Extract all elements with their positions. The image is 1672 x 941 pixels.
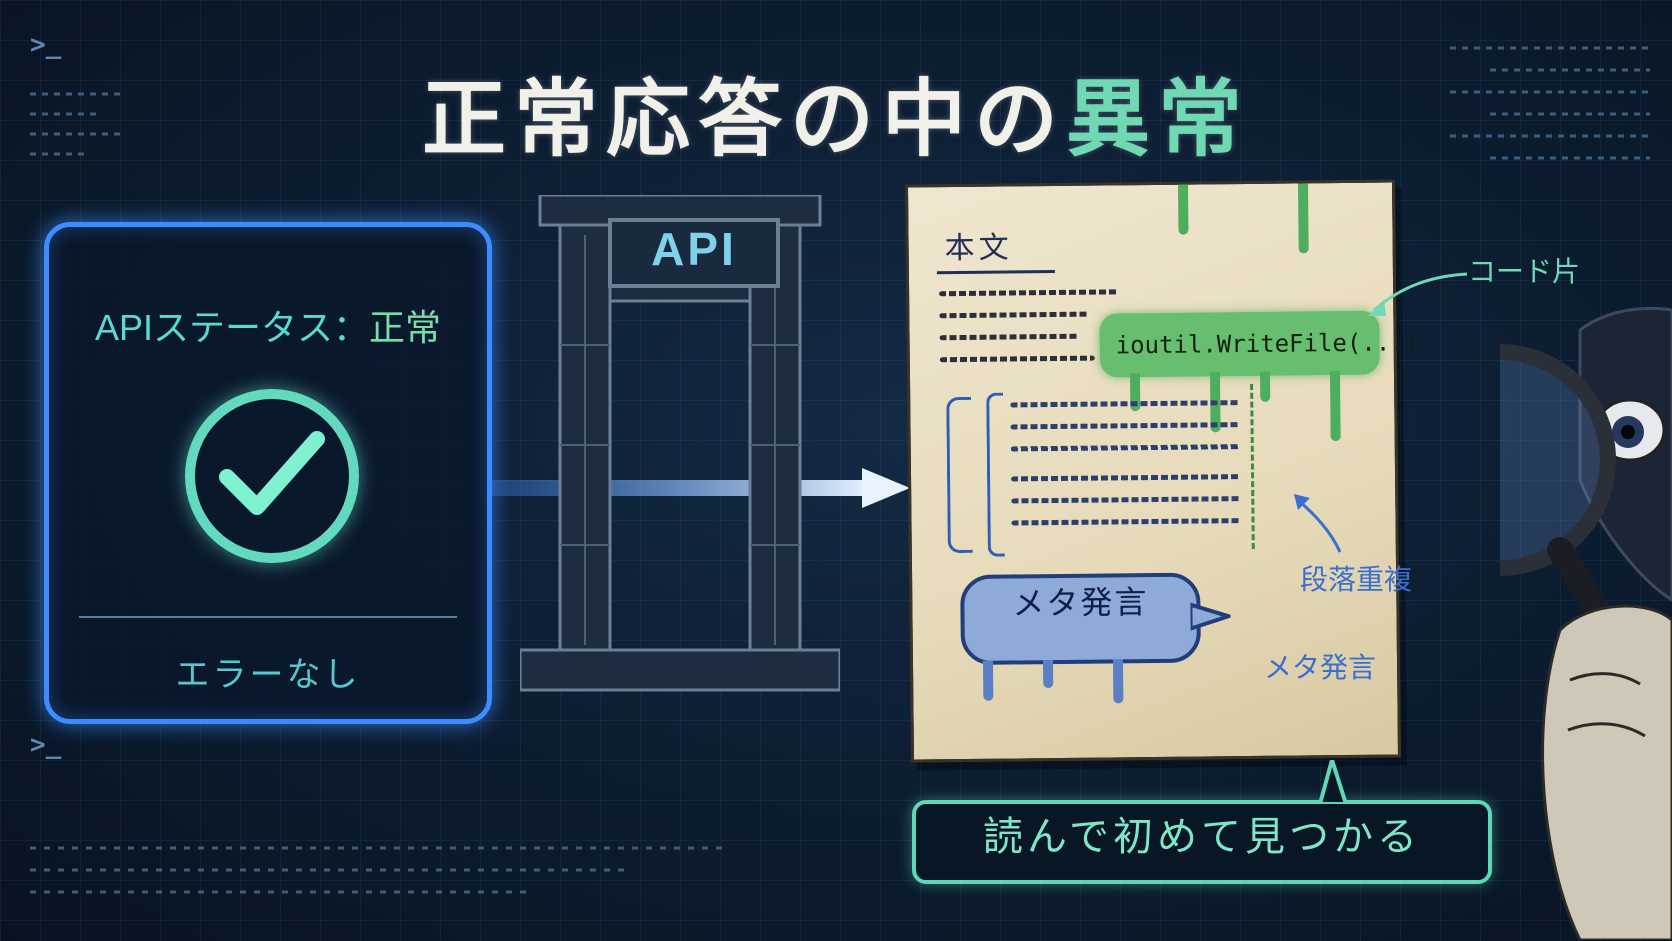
api-status-value: 正常 — [369, 307, 442, 348]
title-main: 正常応答の中の — [421, 69, 1066, 168]
meta-statement-bubble: メタ発言 — [960, 572, 1202, 666]
green-drip — [1297, 183, 1309, 254]
page-title: 正常応答の中の異常 — [0, 52, 1672, 173]
banner-pointer-icon — [1318, 760, 1348, 804]
text-line — [939, 311, 1090, 319]
decorative-dashes-left — [30, 92, 120, 156]
heading-underline — [936, 270, 1055, 275]
code-fragment-box: ioutil.WriteFile(...) — [1099, 310, 1419, 378]
green-drip — [1178, 184, 1189, 235]
decorative-dashes-bottom — [30, 846, 730, 894]
text-line — [939, 333, 1080, 341]
text-line — [939, 289, 1120, 297]
duplicate-paragraph-annotation: 段落重複 — [1300, 564, 1413, 595]
checkmark-icon — [185, 389, 359, 563]
code-fragment-text: ioutil.WriteFile(...) — [1115, 328, 1420, 360]
no-error-text: エラーなし — [175, 656, 361, 694]
magnifier-observer-icon — [1500, 306, 1672, 940]
annotation-arrow-icon — [1368, 272, 1468, 316]
blue-drip — [982, 660, 994, 701]
card-divider — [79, 616, 457, 618]
code-fragment-annotation: コード片 — [1468, 256, 1581, 287]
duplicate-bracket-outer — [946, 396, 973, 554]
api-status-label: APIステータス： — [94, 307, 369, 348]
blue-drip — [1112, 659, 1124, 704]
api-status-line: APIステータス：正常 — [49, 299, 487, 351]
hand-icon — [1541, 604, 1672, 940]
blue-drip — [1042, 660, 1054, 689]
title-accent: 異常 — [1066, 69, 1251, 168]
meta-statement-annotation: メタ発言 — [1264, 652, 1377, 683]
api-gate-sign: API — [608, 218, 780, 288]
text-line — [939, 355, 1095, 363]
response-document: 本文 ioutil.WriteFile(...) メタ発言 — [904, 179, 1419, 763]
terminal-prompt-top: >_ — [30, 30, 62, 60]
terminal-prompt-bottom: >_ — [30, 730, 62, 760]
speech-tail-icon — [1190, 601, 1231, 631]
green-drip — [1259, 371, 1271, 402]
annotation-arrow-icon — [1294, 494, 1342, 553]
document-heading: 本文 — [944, 230, 1013, 267]
api-status-card: APIステータス：正常 エラーなし — [44, 222, 492, 724]
decorative-dashes-right — [1450, 46, 1650, 160]
duplicate-region-marker — [1000, 383, 1255, 552]
discovery-banner: 読んで初めて見つかる — [912, 800, 1492, 884]
green-drip — [1329, 371, 1341, 442]
api-gate-icon — [520, 195, 840, 692]
